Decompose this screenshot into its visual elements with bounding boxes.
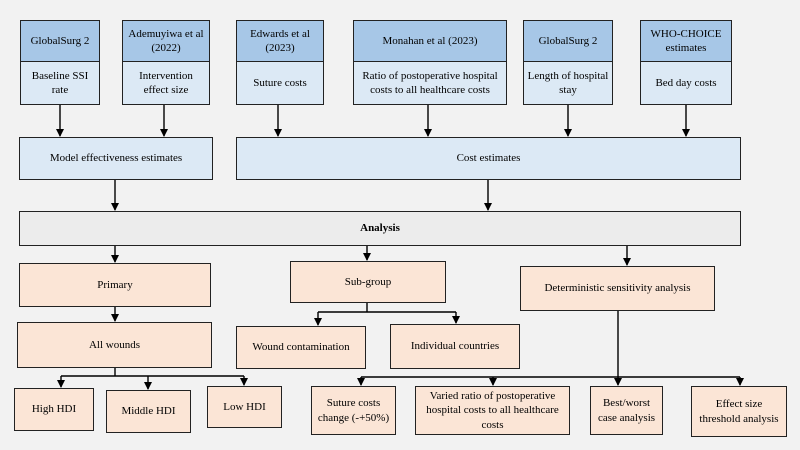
dsa-box: Deterministic sensitivity analysis — [520, 266, 715, 311]
model-effectiveness-box: Model effectiveness estimates — [19, 137, 213, 180]
individual-countries-box: Individual countries — [390, 324, 520, 369]
source-4-body: Ratio of postoperative hospital costs to… — [353, 61, 507, 105]
sub-group-box: Sub-group — [290, 261, 446, 303]
low-hdi-box: Low HDI — [207, 386, 282, 428]
source-5-head: GlobalSurg 2 — [523, 20, 613, 62]
source-2-head: Ademuyiwa et al (2022) — [122, 20, 210, 62]
all-wounds-box: All wounds — [17, 322, 212, 368]
source-2-body: Intervention effect size — [122, 61, 210, 105]
source-3-head: Edwards et al (2023) — [236, 20, 324, 62]
source-6-head: WHO-CHOICE estimates — [640, 20, 732, 62]
source-6-body: Bed day costs — [640, 61, 732, 105]
middle-hdi-box: Middle HDI — [106, 390, 191, 433]
wound-contamination-box: Wound contamination — [236, 326, 366, 369]
best-worst-box: Best/worst case analysis — [590, 386, 663, 435]
source-5-body: Length of hospital stay — [523, 61, 613, 105]
source-3-body: Suture costs — [236, 61, 324, 105]
cost-estimates-box: Cost estimates — [236, 137, 741, 180]
high-hdi-box: High HDI — [14, 388, 94, 431]
source-1-head: GlobalSurg 2 — [20, 20, 100, 62]
source-4-head: Monahan et al (2023) — [353, 20, 507, 62]
primary-box: Primary — [19, 263, 211, 307]
suture-costs-change-box: Suture costs change (-+50%) — [311, 386, 396, 435]
source-1-body: Baseline SSI rate — [20, 61, 100, 105]
analysis-box: Analysis — [19, 211, 741, 246]
varied-ratio-box: Varied ratio of postoperative hospital c… — [415, 386, 570, 435]
effect-size-threshold-box: Effect size threshold analysis — [691, 386, 787, 437]
